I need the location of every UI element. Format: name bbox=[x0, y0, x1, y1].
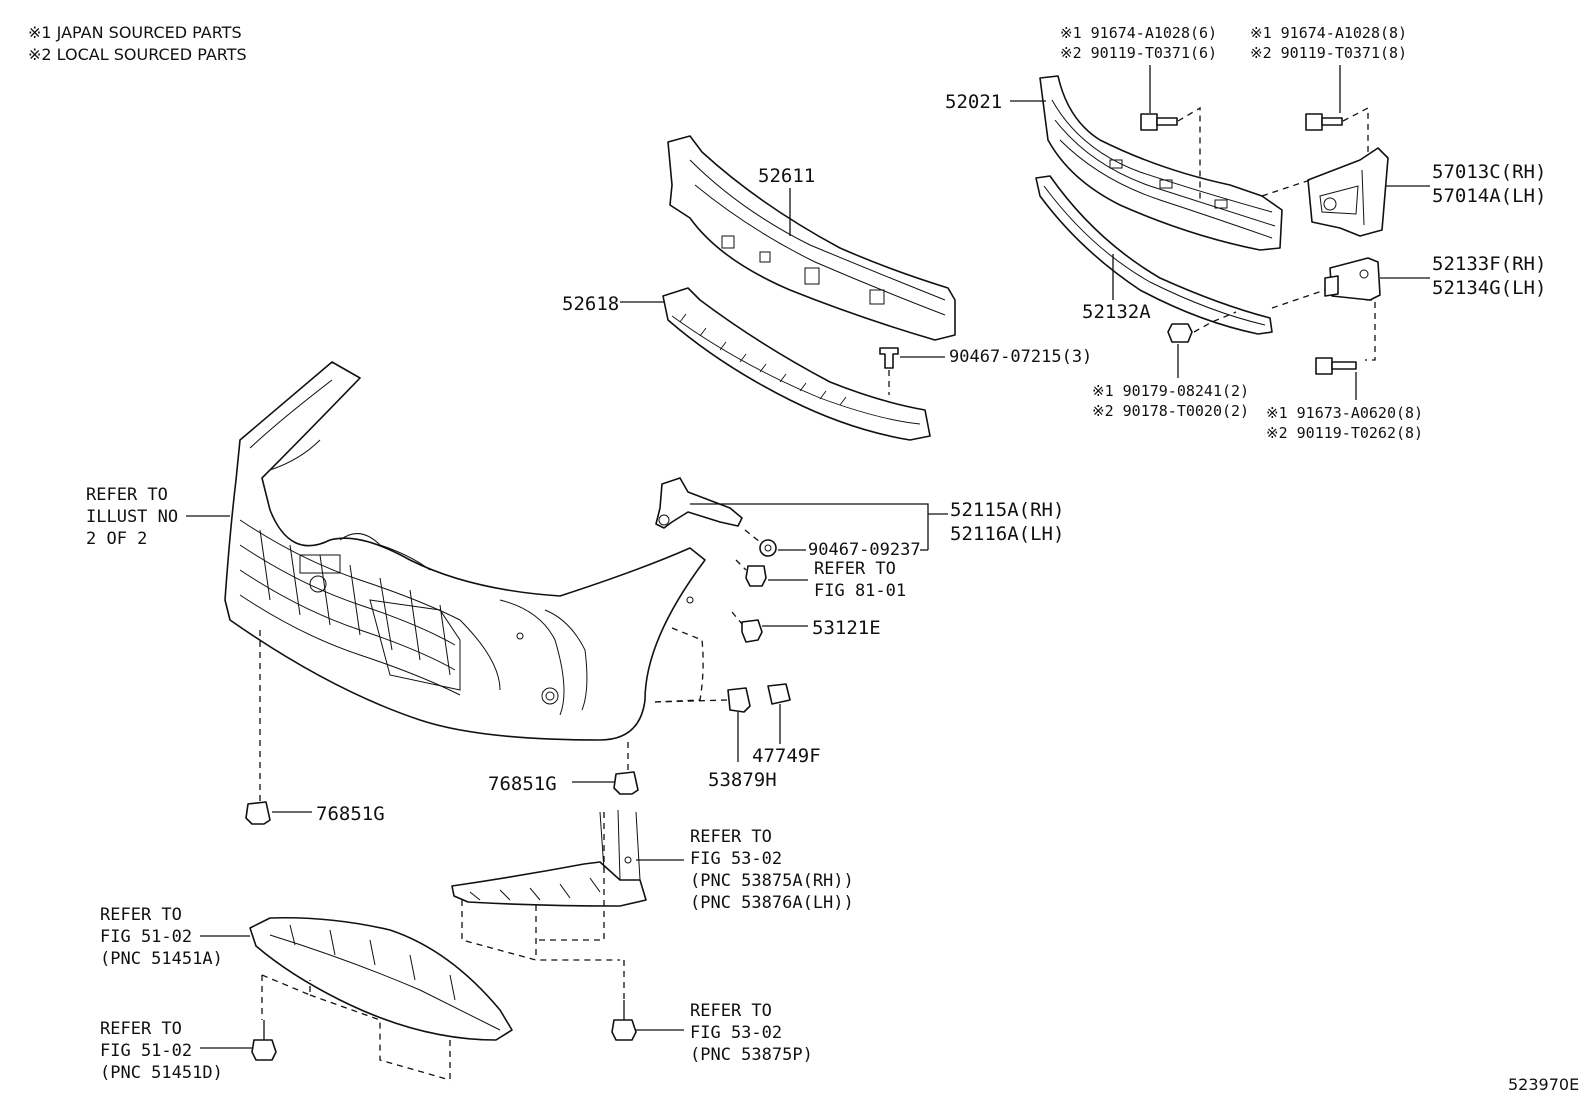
note-japan-sourced: ※1 JAPAN SOURCED PARTS bbox=[28, 23, 242, 42]
part-57013c-bracket[interactable] bbox=[1307, 147, 1389, 237]
label-52618: 52618 bbox=[562, 293, 619, 315]
ref-fig-53-02a-line2: FIG 53-02 bbox=[690, 849, 782, 869]
ref-illust-line2: ILLUST NO bbox=[86, 507, 178, 527]
label-52115a: 52115A(RH) bbox=[950, 499, 1064, 521]
illustration-id: 523970E bbox=[1508, 1075, 1579, 1094]
ref-fig-53-02p-line1: REFER TO bbox=[690, 1001, 772, 1021]
label-76851g-left: 76851G bbox=[316, 803, 385, 825]
label-bolt-b-japan: ※1 91674-A1028(8) bbox=[1250, 24, 1407, 42]
label-90467-09237: 90467-09237 bbox=[808, 540, 921, 560]
label-52134g: 52134G(LH) bbox=[1432, 277, 1546, 299]
ref-fig-81-01-line1: REFER TO bbox=[814, 559, 896, 579]
label-76851g-center: 76851G bbox=[488, 773, 557, 795]
clip-90467-09237[interactable] bbox=[759, 539, 777, 557]
ref-fig-53-02a-line3: (PNC 53875A(RH)) bbox=[690, 871, 854, 891]
ref-fig-51-02a-line2: FIG 51-02 bbox=[100, 927, 192, 947]
part-front-bumper-cover[interactable] bbox=[224, 361, 706, 741]
ref-illust-line1: REFER TO bbox=[86, 485, 168, 505]
screw-fig-81-01[interactable] bbox=[745, 565, 767, 587]
label-bolt-c-japan: ※1 91673-A0620(8) bbox=[1266, 404, 1423, 422]
label-nut-japan: ※1 90179-08241(2) bbox=[1092, 382, 1249, 400]
ref-illust-line3: 2 OF 2 bbox=[86, 529, 147, 549]
part-52618-lower-absorber[interactable] bbox=[662, 287, 931, 441]
bolt-91674-a1028-a[interactable] bbox=[1140, 113, 1178, 131]
screw-51451d[interactable] bbox=[251, 1020, 277, 1061]
part-52115a-side-retainer[interactable] bbox=[655, 477, 743, 529]
label-53879h: 53879H bbox=[708, 769, 777, 791]
ref-fig-53-02p-line2: FIG 53-02 bbox=[690, 1023, 782, 1043]
ref-fig-53-02a-line4: (PNC 53876A(LH)) bbox=[690, 893, 854, 913]
ref-fig-51-02d-line2: FIG 51-02 bbox=[100, 1041, 192, 1061]
part-52133f-crash-box[interactable] bbox=[1324, 257, 1381, 301]
label-bolt-a-japan: ※1 91674-A1028(6) bbox=[1060, 24, 1217, 42]
label-bolt-c-local: ※2 90119-T0262(8) bbox=[1266, 424, 1423, 442]
ref-fig-81-01-line2: FIG 81-01 bbox=[814, 581, 906, 601]
label-bolt-b-local: ※2 90119-T0371(8) bbox=[1250, 44, 1407, 62]
clip-53879h[interactable] bbox=[727, 687, 751, 713]
part-52611-absorber[interactable] bbox=[667, 135, 956, 341]
label-52021: 52021 bbox=[945, 91, 1002, 113]
ref-fig-53-02a-line1: REFER TO bbox=[690, 827, 772, 847]
label-bolt-a-local: ※2 90119-T0371(6) bbox=[1060, 44, 1217, 62]
clip-76851g-left[interactable] bbox=[245, 801, 271, 825]
label-nut-local: ※2 90178-T0020(2) bbox=[1092, 402, 1249, 420]
label-52133f: 52133F(RH) bbox=[1432, 253, 1546, 275]
label-52611: 52611 bbox=[758, 165, 815, 187]
nut-90179-08241[interactable] bbox=[1167, 323, 1193, 343]
label-47749f: 47749F bbox=[752, 745, 821, 767]
clip-47749f[interactable] bbox=[767, 683, 791, 705]
ref-fig-53-02p-line3: (PNC 53875P) bbox=[690, 1045, 813, 1065]
label-57014a: 57014A(LH) bbox=[1432, 185, 1546, 207]
screw-53875p[interactable] bbox=[611, 1000, 637, 1041]
note-local-sourced: ※2 LOCAL SOURCED PARTS bbox=[28, 45, 247, 64]
ref-fig-51-02a-line1: REFER TO bbox=[100, 905, 182, 925]
clip-76851g-center[interactable] bbox=[613, 771, 639, 795]
ref-fig-51-02a-line3: (PNC 51451A) bbox=[100, 949, 223, 969]
clip-90467-07215[interactable] bbox=[879, 347, 899, 369]
label-52116a: 52116A(LH) bbox=[950, 523, 1064, 545]
ref-fig-51-02d-line3: (PNC 51451D) bbox=[100, 1063, 223, 1083]
bolt-91674-a1028-b[interactable] bbox=[1305, 113, 1343, 131]
label-90467-07215: 90467-07215(3) bbox=[949, 347, 1092, 367]
bolt-91673-a0620[interactable] bbox=[1315, 357, 1357, 375]
screw-53121e[interactable] bbox=[741, 619, 763, 643]
label-57013c: 57013C(RH) bbox=[1432, 161, 1546, 183]
part-52021-reinforcement[interactable] bbox=[1039, 75, 1283, 251]
part-53875a-side-cover[interactable] bbox=[451, 809, 647, 907]
ref-fig-51-02d-line1: REFER TO bbox=[100, 1019, 182, 1039]
part-51451a-under-cover[interactable] bbox=[249, 916, 513, 1041]
part-52132a-reinforcement[interactable] bbox=[1035, 175, 1273, 335]
label-53121e: 53121E bbox=[812, 617, 881, 639]
label-52132a: 52132A bbox=[1082, 301, 1151, 323]
